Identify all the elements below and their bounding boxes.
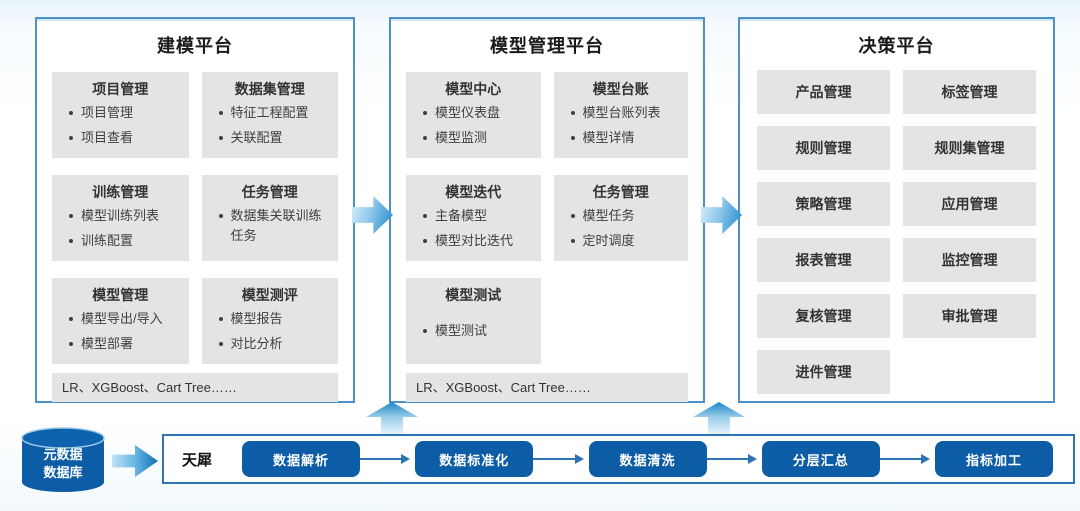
card-item: 关联配置 bbox=[218, 128, 331, 148]
step-data-cleaning: 数据清洗 bbox=[588, 441, 707, 477]
block-ruleset-management: 规则集管理 bbox=[903, 126, 1036, 170]
card-item: 项目查看 bbox=[68, 128, 181, 148]
card-item: 模型测试 bbox=[422, 321, 533, 341]
arrowhead-icon bbox=[401, 454, 411, 464]
card-item: 项目管理 bbox=[68, 103, 181, 123]
card-item: 数据集关联训练任务 bbox=[218, 206, 331, 245]
database-label: 元数据 数据库 bbox=[18, 446, 108, 481]
panel-modeling-platform: 建模平台 项目管理 项目管理 项目查看 数据集管理 特征工程配置 关联配置 训练… bbox=[35, 17, 355, 403]
panel-title-modeling: 建模平台 bbox=[157, 36, 233, 56]
card-model-ledger: 模型台账 模型台账列表 模型详情 bbox=[553, 72, 688, 158]
card-model-management: 模型管理 模型导出/导入 模型部署 bbox=[52, 278, 189, 364]
arrowhead-icon bbox=[574, 454, 584, 464]
card-item: 主备模型 bbox=[422, 206, 533, 226]
card-item: 模型任务 bbox=[570, 206, 681, 226]
card-item: 对比分析 bbox=[218, 334, 331, 354]
flow-connector bbox=[706, 454, 757, 464]
card-title: 模型管理 bbox=[92, 287, 149, 303]
card-title: 任务管理 bbox=[241, 184, 298, 200]
card-title: 训练管理 bbox=[92, 184, 149, 200]
card-title: 模型测试 bbox=[445, 287, 502, 303]
right-arrow-icon bbox=[352, 196, 393, 234]
up-arrow-icon bbox=[693, 402, 745, 436]
card-item: 模型部署 bbox=[68, 334, 181, 354]
card-item: 模型训练列表 bbox=[68, 206, 181, 226]
card-item: 模型导出/导入 bbox=[68, 309, 181, 329]
card-item: 模型台账列表 bbox=[570, 103, 681, 123]
block-product-management: 产品管理 bbox=[757, 70, 890, 114]
engine-label: 天犀 bbox=[182, 451, 213, 469]
step-data-parsing: 数据解析 bbox=[242, 441, 361, 477]
card-project-management: 项目管理 项目管理 项目查看 bbox=[52, 72, 189, 158]
card-training-management: 训练管理 模型训练列表 训练配置 bbox=[52, 175, 189, 261]
card-title: 模型中心 bbox=[445, 81, 502, 97]
algorithms-bar-model-management: LR、XGBoost、Cart Tree…… bbox=[406, 373, 688, 402]
feed-arrow-icon bbox=[112, 445, 158, 477]
card-title: 数据集管理 bbox=[234, 81, 305, 97]
card-item: 模型监测 bbox=[422, 128, 533, 148]
database-icon bbox=[21, 427, 105, 492]
flow-connector bbox=[533, 454, 584, 464]
block-label-management: 标签管理 bbox=[903, 70, 1036, 114]
block-application-management: 应用管理 bbox=[903, 182, 1036, 226]
card-item: 模型对比迭代 bbox=[422, 231, 533, 251]
flow-connector bbox=[360, 454, 411, 464]
panel-title-decision: 决策平台 bbox=[858, 36, 935, 56]
panel-title-model-management: 模型管理平台 bbox=[490, 36, 604, 56]
block-intake-management: 进件管理 bbox=[757, 350, 890, 394]
card-item: 模型仪表盘 bbox=[422, 103, 533, 123]
card-item: 训练配置 bbox=[68, 231, 181, 251]
card-title: 任务管理 bbox=[592, 184, 649, 200]
card-item: 模型报告 bbox=[218, 309, 331, 329]
step-layered-aggregation: 分层汇总 bbox=[761, 441, 880, 477]
card-item: 定时调度 bbox=[570, 231, 681, 251]
decision-buttons-grid: 产品管理 标签管理 规则管理 规则集管理 策略管理 应用管理 报表管理 监控管理… bbox=[757, 70, 1036, 394]
card-title: 模型迭代 bbox=[445, 184, 502, 200]
card-model-iteration: 模型迭代 主备模型 模型对比迭代 bbox=[406, 175, 541, 261]
card-item: 模型详情 bbox=[570, 128, 681, 148]
card-task-management-modeling: 任务管理 数据集关联训练任务 bbox=[201, 175, 338, 261]
database-label-line1: 元数据 bbox=[43, 447, 83, 462]
algorithms-bar-modeling: LR、XGBoost、Cart Tree…… bbox=[52, 373, 338, 402]
card-dataset-management: 数据集管理 特征工程配置 关联配置 bbox=[201, 72, 338, 158]
data-pipeline-box: 天犀 数据解析 数据标准化 数据清洗 分层汇总 指标加工 bbox=[162, 434, 1075, 484]
panel-decision-platform: 决策平台 产品管理 标签管理 规则管理 规则集管理 策略管理 应用管理 报表管理… bbox=[738, 17, 1055, 403]
card-title: 模型测评 bbox=[241, 287, 298, 303]
up-arrow-icon bbox=[366, 402, 418, 436]
card-model-evaluation: 模型测评 模型报告 对比分析 bbox=[201, 278, 338, 364]
block-review-management: 复核管理 bbox=[757, 294, 890, 338]
block-monitoring-management: 监控管理 bbox=[903, 238, 1036, 282]
step-data-standardization: 数据标准化 bbox=[415, 441, 534, 477]
step-indicator-processing: 指标加工 bbox=[935, 441, 1054, 477]
flow-connector bbox=[879, 454, 931, 464]
model-management-cards-grid: 模型中心 模型仪表盘 模型监测 模型台账 模型台账列表 模型详情 模型迭代 主备… bbox=[406, 72, 688, 364]
database-label-line2: 数据库 bbox=[43, 464, 83, 480]
arrowhead-icon bbox=[747, 454, 757, 464]
right-arrow-icon bbox=[701, 196, 742, 234]
card-model-testing: 模型测试 模型测试 bbox=[406, 278, 541, 364]
block-report-management: 报表管理 bbox=[757, 238, 890, 282]
card-task-management-mm: 任务管理 模型任务 定时调度 bbox=[553, 175, 688, 261]
metadata-database-cylinder: 元数据 数据库 bbox=[18, 426, 108, 496]
block-strategy-management: 策略管理 bbox=[757, 182, 890, 226]
block-approval-management: 审批管理 bbox=[903, 294, 1036, 338]
card-model-center: 模型中心 模型仪表盘 模型监测 bbox=[406, 72, 541, 158]
modeling-cards-grid: 项目管理 项目管理 项目查看 数据集管理 特征工程配置 关联配置 训练管理 模型… bbox=[52, 72, 338, 364]
panel-model-management-platform: 模型管理平台 模型中心 模型仪表盘 模型监测 模型台账 模型台账列表 模型详情 … bbox=[389, 17, 705, 403]
block-rule-management: 规则管理 bbox=[757, 126, 890, 170]
card-title: 项目管理 bbox=[92, 81, 149, 97]
card-item: 特征工程配置 bbox=[218, 103, 331, 123]
card-title: 模型台账 bbox=[592, 81, 649, 97]
arrowhead-icon bbox=[921, 454, 931, 464]
